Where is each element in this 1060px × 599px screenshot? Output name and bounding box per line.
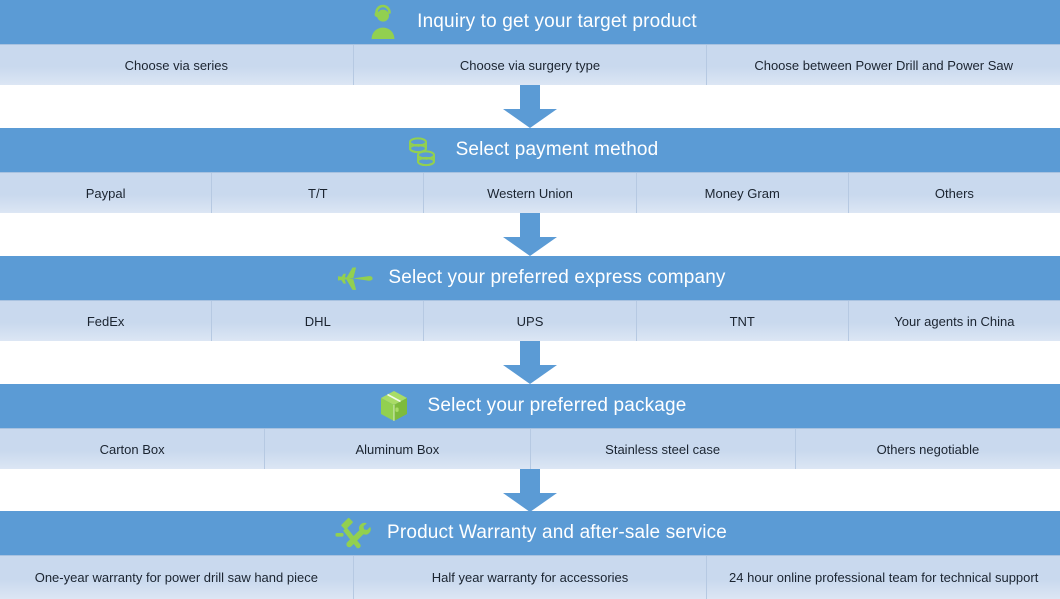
step-4-title: Select your preferred package — [427, 395, 687, 416]
coins-stack-icon — [402, 131, 442, 171]
option-money-gram[interactable]: Money Gram — [637, 173, 849, 213]
step-3-header: Select your preferred express company — [0, 256, 1060, 300]
step-2-options: Paypal T/T Western Union Money Gram Othe… — [0, 172, 1060, 213]
option-aluminum-box[interactable]: Aluminum Box — [265, 429, 531, 469]
option-choose-via-surgery-type[interactable]: Choose via surgery type — [354, 45, 708, 85]
option-others[interactable]: Others — [934, 185, 974, 201]
step-block-1: Inquiry to get your target product Choos… — [0, 0, 1060, 85]
arrow-step3-to-step4 — [0, 341, 1060, 385]
option-others-negotiable[interactable]: Others negotiable — [876, 441, 980, 457]
step-block-5: Product Warranty and after-sale service … — [0, 511, 1060, 599]
step-4-options: Carton Box Aluminum Box Stainless steel … — [0, 428, 1060, 469]
option-tnt[interactable]: TNT — [637, 301, 849, 341]
option-ups[interactable]: UPS — [424, 301, 637, 341]
step-5-options: One-year warranty for power drill saw ha… — [0, 555, 1060, 599]
option-dhl[interactable]: DHL — [212, 301, 425, 341]
option-your-agents-in-china[interactable]: Your agents in China — [894, 313, 1015, 329]
option-paypal[interactable]: Paypal — [0, 173, 213, 213]
step-1-header: Inquiry to get your target product — [0, 0, 1060, 44]
step-2-title: Select payment method — [455, 139, 659, 160]
option-half-year-warranty[interactable]: Half year warranty for accessories — [354, 556, 708, 599]
hammer-wrench-tools-icon — [333, 514, 373, 554]
arrow-step4-to-step5 — [0, 469, 1060, 513]
option-tt[interactable]: T/T — [212, 173, 425, 213]
step-1-title: Inquiry to get your target product — [417, 11, 697, 32]
arrow-step2-to-step3 — [0, 213, 1060, 257]
option-24h-online-support[interactable]: 24 hour online professional team for tec… — [729, 570, 1039, 585]
step-block-2: Select payment method Paypal T/T Western… — [0, 128, 1060, 213]
step-3-options: FedEx DHL UPS TNT Your agents in China — [0, 300, 1060, 341]
option-fedex[interactable]: FedEx — [0, 301, 213, 341]
option-choose-via-series[interactable]: Choose via series — [0, 45, 354, 85]
step-2-header: Select payment method — [0, 128, 1060, 172]
step-block-4: Select your preferred package Carton Box… — [0, 384, 1060, 469]
option-stainless-steel-case[interactable]: Stainless steel case — [531, 429, 796, 469]
step-3-title: Select your preferred express company — [388, 267, 726, 288]
option-carton-box[interactable]: Carton Box — [0, 429, 266, 469]
airplane-icon — [334, 259, 374, 299]
step-5-header: Product Warranty and after-sale service — [0, 511, 1060, 555]
arrow-step1-to-step2 — [0, 85, 1060, 129]
customer-service-person-icon — [363, 3, 403, 43]
option-one-year-warranty[interactable]: One-year warranty for power drill saw ha… — [0, 556, 354, 599]
package-box-icon — [374, 387, 414, 427]
step-block-3: Select your preferred express company Fe… — [0, 256, 1060, 341]
step-5-title: Product Warranty and after-sale service — [387, 522, 727, 543]
option-choose-power-drill-or-saw[interactable]: Choose between Power Drill and Power Saw — [754, 57, 1014, 73]
step-1-options: Choose via series Choose via surgery typ… — [0, 44, 1060, 85]
option-western-union[interactable]: Western Union — [424, 173, 637, 213]
step-4-header: Select your preferred package — [0, 384, 1060, 428]
